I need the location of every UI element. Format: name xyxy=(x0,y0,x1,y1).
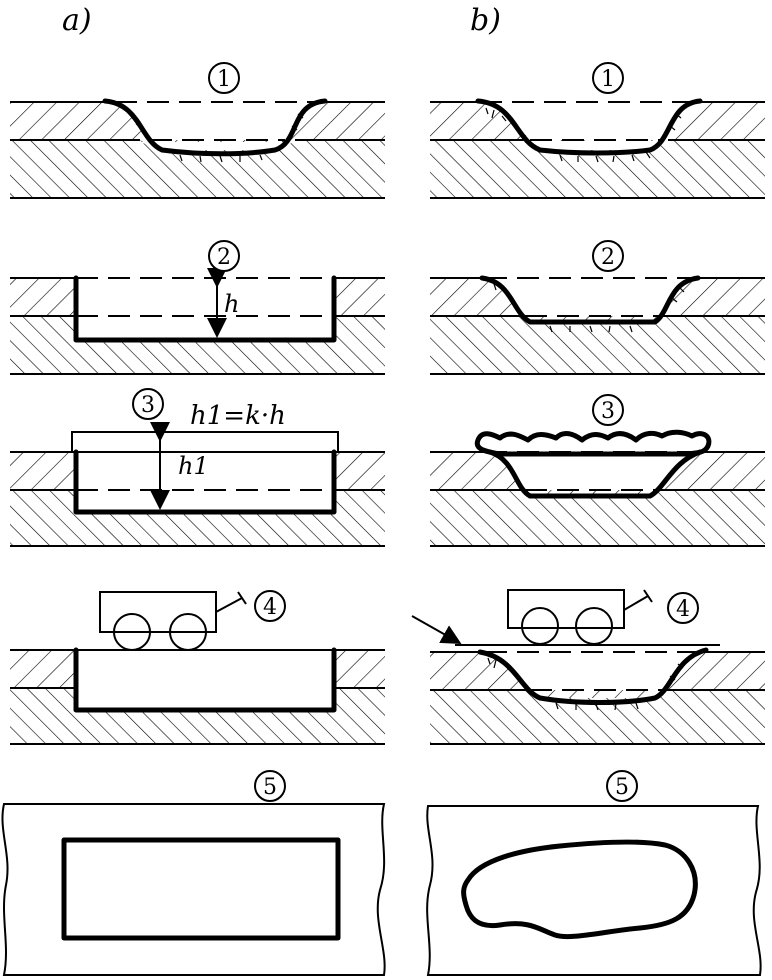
excavation-profile xyxy=(102,98,328,157)
irregular-pit-outline xyxy=(461,839,698,940)
step-number-4-left: 4 xyxy=(263,595,277,620)
right-step-3-section: 3 xyxy=(430,394,765,547)
right-step-5-plan: 5 xyxy=(426,770,762,976)
left-step-2-section: h 2 xyxy=(10,240,385,375)
right-step-4-section: 4 xyxy=(411,589,765,745)
right-step-1-section: 1 xyxy=(430,62,765,199)
ground-ticks xyxy=(485,107,682,163)
step-number-3-right: 3 xyxy=(601,399,615,424)
rectangular-excavation xyxy=(73,275,337,343)
step-number-5-right: 5 xyxy=(615,775,629,800)
ground-ticks xyxy=(487,657,684,711)
excavation-profile xyxy=(477,647,709,705)
step-number-3-left: 3 xyxy=(141,393,155,418)
step-number-4-right: 4 xyxy=(676,597,690,622)
rectangular-excavation xyxy=(73,647,337,713)
right-step-2-section: 2 xyxy=(430,240,765,375)
left-step-1-section: 1 xyxy=(10,62,385,199)
step-number-2-left: 2 xyxy=(217,245,231,270)
left-step-3-section: h1 h1=k·h 3 xyxy=(10,388,385,547)
excavation-profile xyxy=(479,275,701,325)
step-number-1-left: 1 xyxy=(217,67,231,92)
plan-view-frame xyxy=(1,803,386,976)
cart-icon xyxy=(99,591,247,651)
ground-ticks xyxy=(493,283,685,333)
step-number-5-left: 5 xyxy=(263,775,277,800)
depth-formula: h1=k·h xyxy=(190,401,286,431)
excavation-profile xyxy=(487,449,703,499)
rectangular-pit-outline xyxy=(61,837,341,941)
deep-depth-label: h1 xyxy=(178,452,209,480)
cart-icon xyxy=(507,589,653,645)
ground-ticks xyxy=(127,111,304,163)
upper-layer xyxy=(10,102,385,150)
step-number-1-right: 1 xyxy=(601,67,615,92)
excavation-profile xyxy=(475,98,703,156)
lower-layer xyxy=(10,140,385,198)
plan-view-frame xyxy=(426,805,762,976)
column-label-b: b) xyxy=(470,3,501,38)
step-number-2-right: 2 xyxy=(601,245,615,270)
left-step-5-plan: 5 xyxy=(1,770,386,976)
depth-label: h xyxy=(224,290,239,318)
stockpile-outline xyxy=(71,431,339,453)
rectangular-excavation xyxy=(73,449,337,515)
left-step-4-section: 4 xyxy=(10,590,385,745)
wavy-stockpile xyxy=(474,429,712,457)
column-label-a: a) xyxy=(62,3,92,38)
pointer-arrow xyxy=(411,615,462,644)
